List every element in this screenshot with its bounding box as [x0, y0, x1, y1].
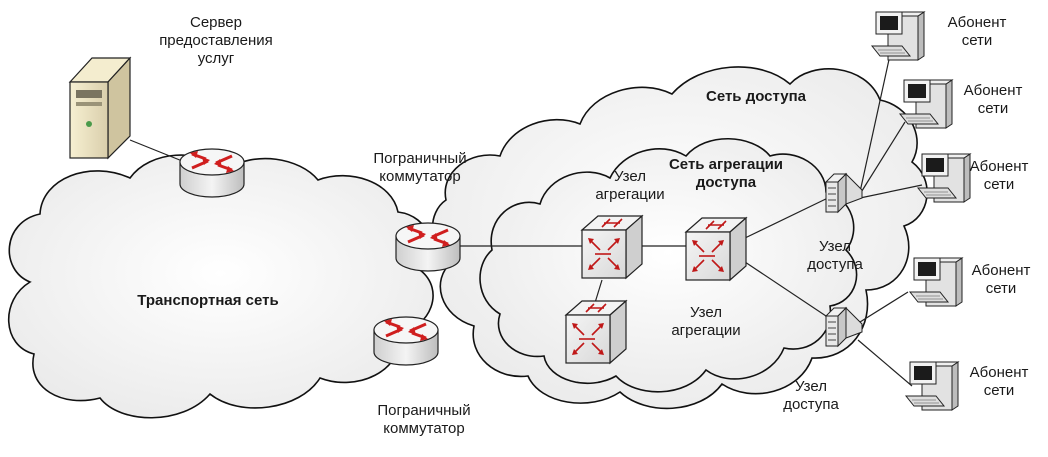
workstation-icon [871, 11, 925, 61]
border-switch-label-line: коммутатор [383, 420, 465, 437]
router-icon [178, 147, 246, 199]
access-node-label-line: доступа [807, 256, 863, 273]
server-label-line: Сервер [189, 14, 242, 31]
switch-icon [581, 215, 643, 279]
workstation-icon [899, 79, 953, 129]
aggregation-node-top-label: Узел агрегации [580, 168, 680, 204]
border-switch-bottom-label: Пограничный коммутатор [364, 402, 484, 438]
border-switch-label-line: Пограничный [377, 402, 471, 419]
subscriber-label-line: сети [977, 100, 1009, 117]
subscriber-label: Абонент сети [948, 82, 1038, 118]
server-label-line: услуг [197, 50, 235, 67]
subscriber-label: Абонент сети [956, 262, 1046, 298]
subscriber-label: Абонент сети [954, 364, 1044, 400]
border-switch-top-label: Пограничный коммутатор [360, 150, 480, 186]
aggregation-node-mid-label: Узел агрегации [656, 304, 756, 340]
transport-network-cloud [7, 154, 434, 419]
workstation-icon [909, 257, 963, 307]
subscriber-label-line: сети [961, 32, 993, 49]
border-switch-label-line: Пограничный [373, 150, 467, 167]
aggregation-node-label-line: агрегации [595, 186, 665, 203]
server-label: Сервер предоставления услуг [156, 14, 276, 68]
subscriber-label-line: Абонент [971, 262, 1031, 279]
access-node-label-line: Узел [819, 238, 851, 255]
server-icon [68, 56, 132, 160]
aggregation-network-label: Сеть агрегации доступа [654, 156, 798, 192]
server-label-line: предоставления [159, 32, 273, 49]
access-network-label: Сеть доступа [705, 88, 806, 105]
access-node-label-line: Узел [795, 378, 827, 395]
workstation-icon [905, 361, 959, 411]
subscriber-label-line: сети [985, 280, 1017, 297]
access-node-bottom-label: Узел доступа [766, 378, 856, 414]
subscriber-label-line: сети [983, 176, 1015, 193]
subscriber-label-line: Абонент [947, 14, 1007, 31]
access-node-label-line: доступа [783, 396, 839, 413]
aggregation-node-label-line: агрегации [671, 322, 741, 339]
switch-icon [685, 217, 747, 281]
router-icon [372, 315, 440, 367]
aggregation-network-label-line: доступа [695, 174, 757, 191]
subscriber-label: Абонент сети [932, 14, 1022, 50]
subscriber-label-line: сети [983, 382, 1015, 399]
subscriber-label-line: Абонент [969, 364, 1029, 381]
aggregation-node-label-line: Узел [690, 304, 722, 321]
router-icon [394, 221, 462, 273]
border-switch-label-line: коммутатор [379, 168, 461, 185]
subscriber-label-line: Абонент [963, 82, 1023, 99]
switch-icon [565, 300, 627, 364]
aggregation-network-label-line: Сеть агрегации [668, 156, 784, 173]
aggregation-node-label-line: Узел [614, 168, 646, 185]
transport-network-label: Транспортная сеть [137, 292, 279, 309]
access-node-top-label: Узел доступа [790, 238, 880, 274]
subscriber-label: Абонент сети [954, 158, 1044, 194]
subscriber-label-line: Абонент [969, 158, 1029, 175]
